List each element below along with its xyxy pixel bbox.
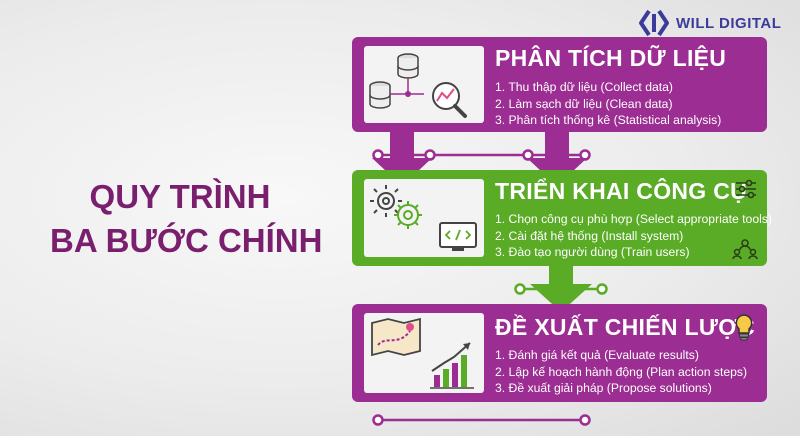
magnifier-chart-icon [432,82,467,118]
gears-icon [370,185,422,229]
main-title-line-1: QUY TRÌNH [89,178,271,215]
connector-dot [514,283,526,295]
step-3-item-2: 2. Lập kế hoạch hành động (Plan action s… [495,364,748,379]
step-2-item-1: 1. Chọn công cụ phù hợp (Select appropri… [495,212,772,226]
step-2-item-2: 2. Cài đặt hệ thống (Install system) [495,228,684,243]
step-3-item-1: 1. Đánh giá kết quả (Evaluate results) [495,348,699,362]
will-digital-logo-icon [639,9,669,37]
step-1-item-1: 1. Thu thập dữ liệu (Collect data) [495,80,673,94]
connector-dot [579,414,591,426]
team-icon [732,239,758,260]
step-3-list: 1. Đánh giá kết quả (Evaluate results) 2… [495,347,747,397]
step-3-title: ĐỀ XUẤT CHIẾN LƯỢC [495,314,756,340]
database-icon [397,53,419,79]
sliders-icon [736,179,756,199]
brand-logo: WILL DIGITAL [636,8,796,38]
step-3-item-3: 3. Đề xuất giải pháp (Propose solutions) [495,381,712,395]
connector-dot [372,414,384,426]
main-title: QUY TRÌNH BA BƯỚC CHÍNH [50,175,323,263]
step-1-title: PHÂN TÍCH DỮ LIỆU [495,45,727,71]
step-2-illustration [364,179,484,257]
step-1-list: 1. Thu thập dữ liệu (Collect data) 2. Là… [495,79,721,129]
step-1-illustration [364,46,484,123]
step-1-card: PHÂN TÍCH DỮ LIỆU 1. Thu thập dữ liệu (C… [352,37,767,132]
step-2-item-3: 3. Đào tạo người dùng (Train users) [495,245,690,259]
step-2-title: TRIỂN KHAI CÔNG CỤ [495,178,748,204]
step-2-card: TRIỂN KHAI CÔNG CỤ 1. Chọn công cụ phù h… [352,170,772,266]
data-analysis-illustration [369,53,467,118]
brand-name: WILL DIGITAL [676,15,782,32]
arrow-down-icon [530,264,592,312]
main-title-line-2: BA BƯỚC CHÍNH [50,222,323,259]
connector-dot [596,283,608,295]
step-1-item-2: 2. Làm sạch dữ liệu (Clean data) [495,96,673,111]
connector-dot [522,149,534,161]
step-1-item-3: 3. Phân tích thống kê (Statistical analy… [495,113,722,127]
step-3-card: ĐỀ XUẤT CHIẾN LƯỢC 1. Đánh giá kết quả (… [352,304,767,402]
code-monitor-icon [439,222,477,251]
step-3-illustration [364,313,484,393]
roadmap-icon [371,317,421,357]
database-icon [369,81,391,109]
lightbulb-icon [735,314,753,341]
growth-chart-icon [430,342,474,389]
strategy-illustration [371,317,474,389]
step-2-list: 1. Chọn công cụ phù hợp (Select appropri… [495,211,772,261]
tools-illustration [370,185,477,251]
